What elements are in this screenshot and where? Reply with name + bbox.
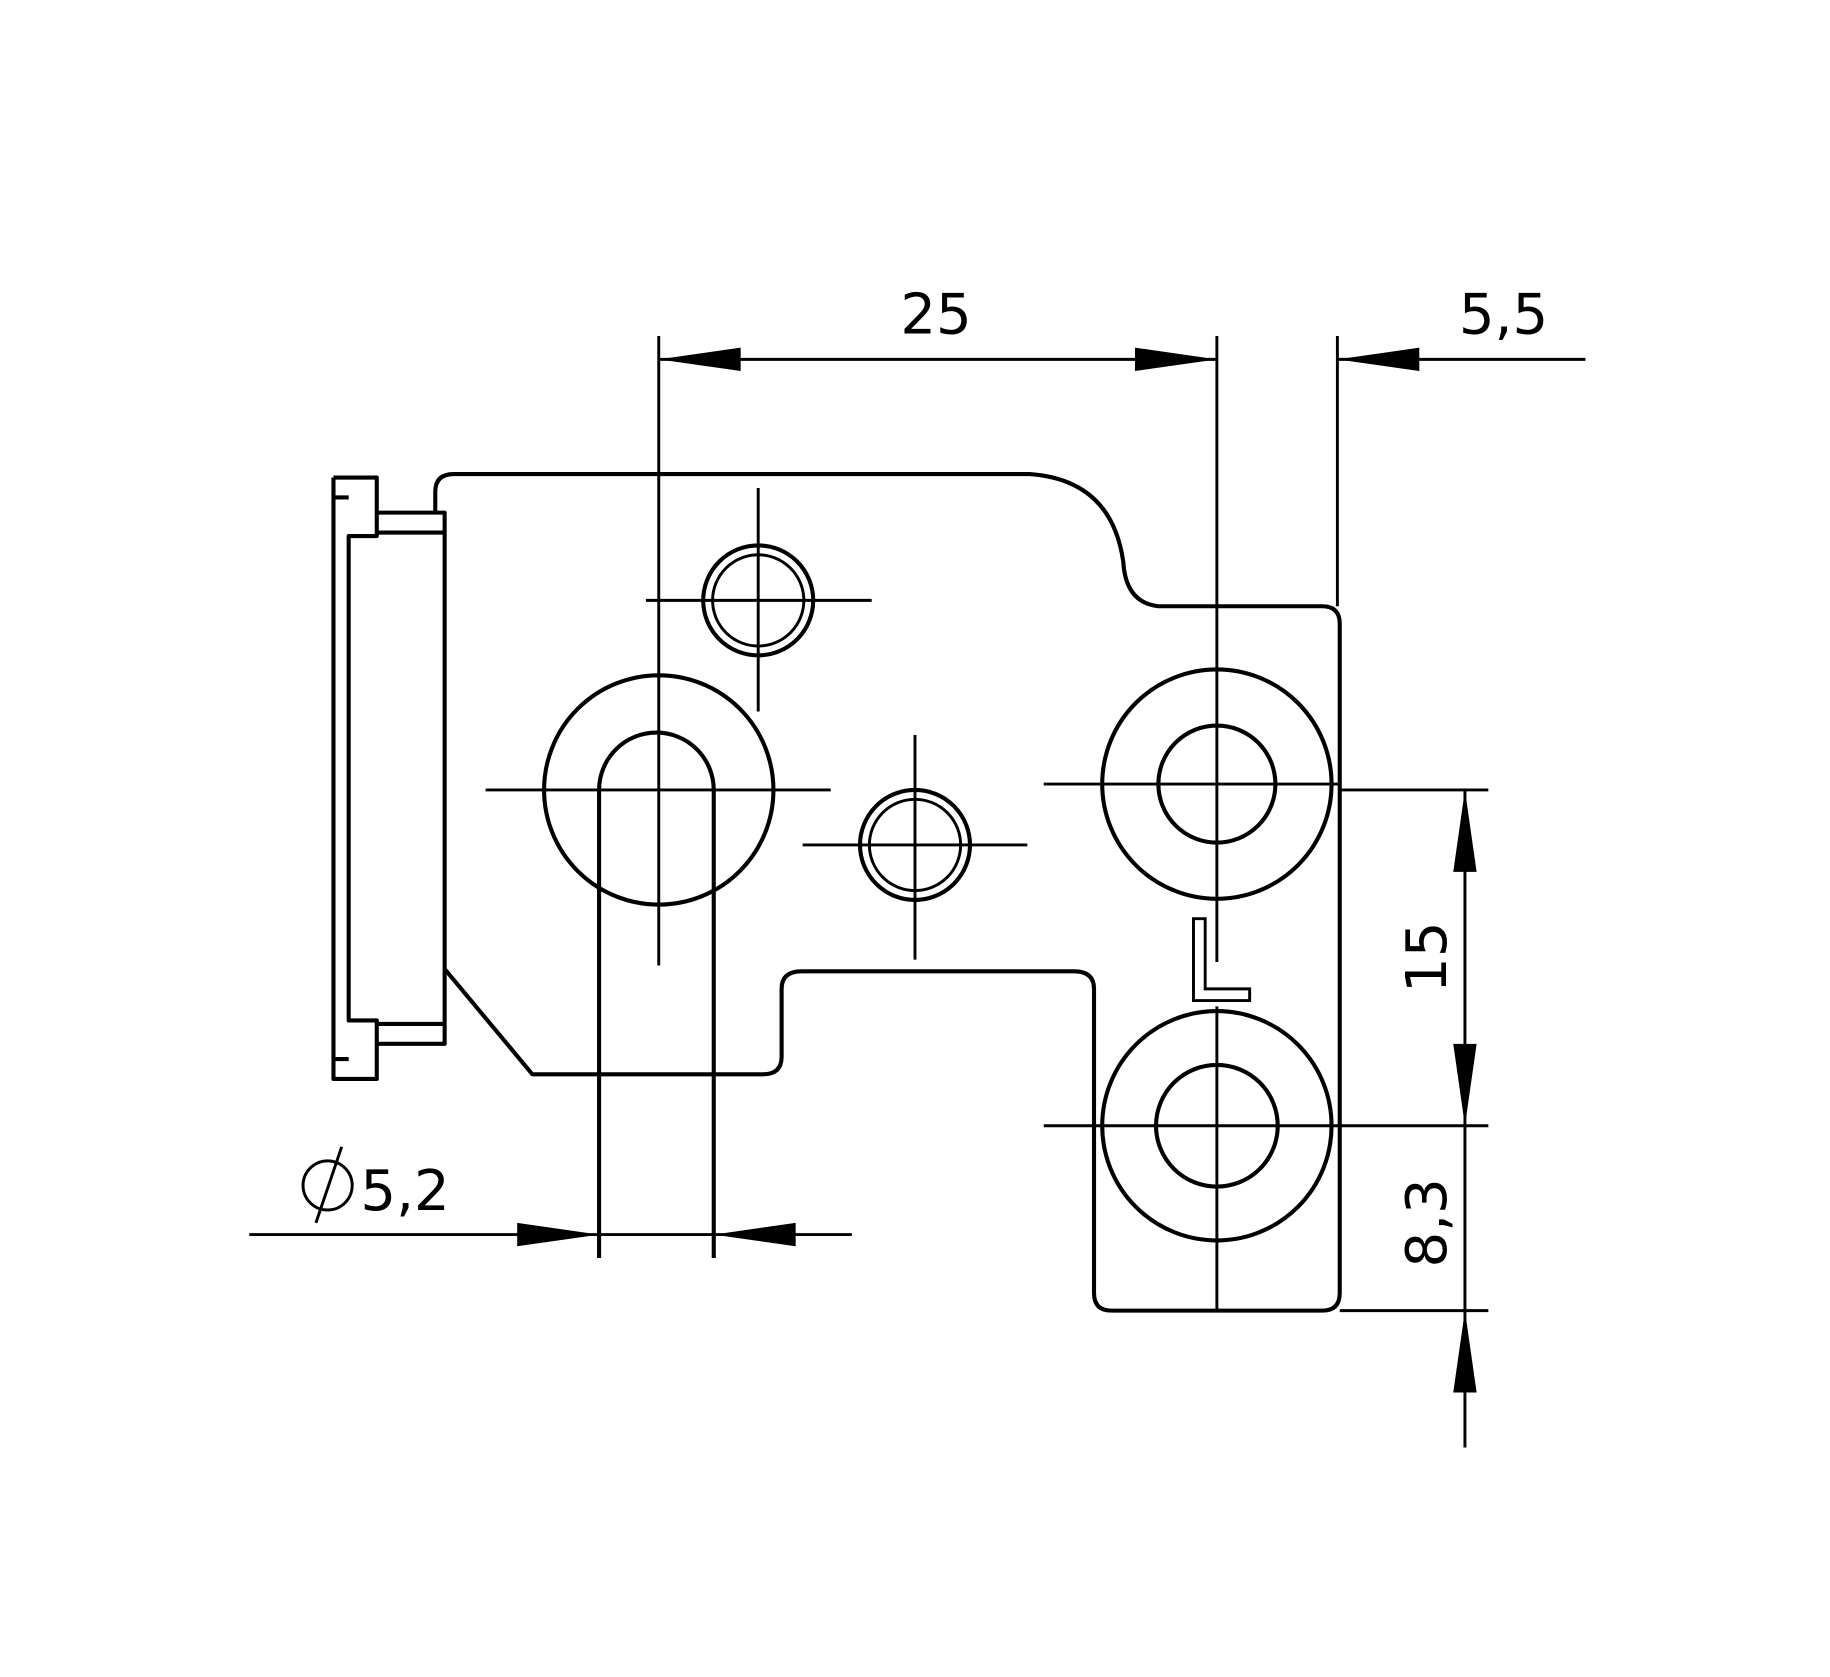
dimension-25: 25 (657, 283, 1339, 679)
dimension-diameter-5-2: 5,2 (249, 1146, 852, 1247)
marking-l-symbol (1192, 917, 1252, 1003)
small-hole-top (645, 488, 872, 712)
dimension-label-5-2: 5,2 (360, 1159, 449, 1224)
dimension-label-25: 25 (900, 283, 971, 348)
hole-right-top (1043, 335, 1340, 962)
hole-left (485, 673, 831, 1258)
dimension-15: 15 (1339, 788, 1489, 1313)
mounting-flange (331, 475, 447, 1081)
dimension-8-3: 8,3 (1395, 1125, 1477, 1448)
part-outline (433, 471, 1342, 1313)
dimension-label-8-3: 8,3 (1395, 1178, 1460, 1267)
dimension-label-5-5: 5,5 (1459, 283, 1548, 348)
dimension-5-5: 5,5 (1337, 283, 1586, 372)
diameter-symbol-icon (301, 1159, 354, 1212)
small-hole-middle (802, 734, 1028, 960)
hole-right-bottom (1043, 1006, 1340, 1311)
dimension-label-15: 15 (1395, 922, 1460, 993)
